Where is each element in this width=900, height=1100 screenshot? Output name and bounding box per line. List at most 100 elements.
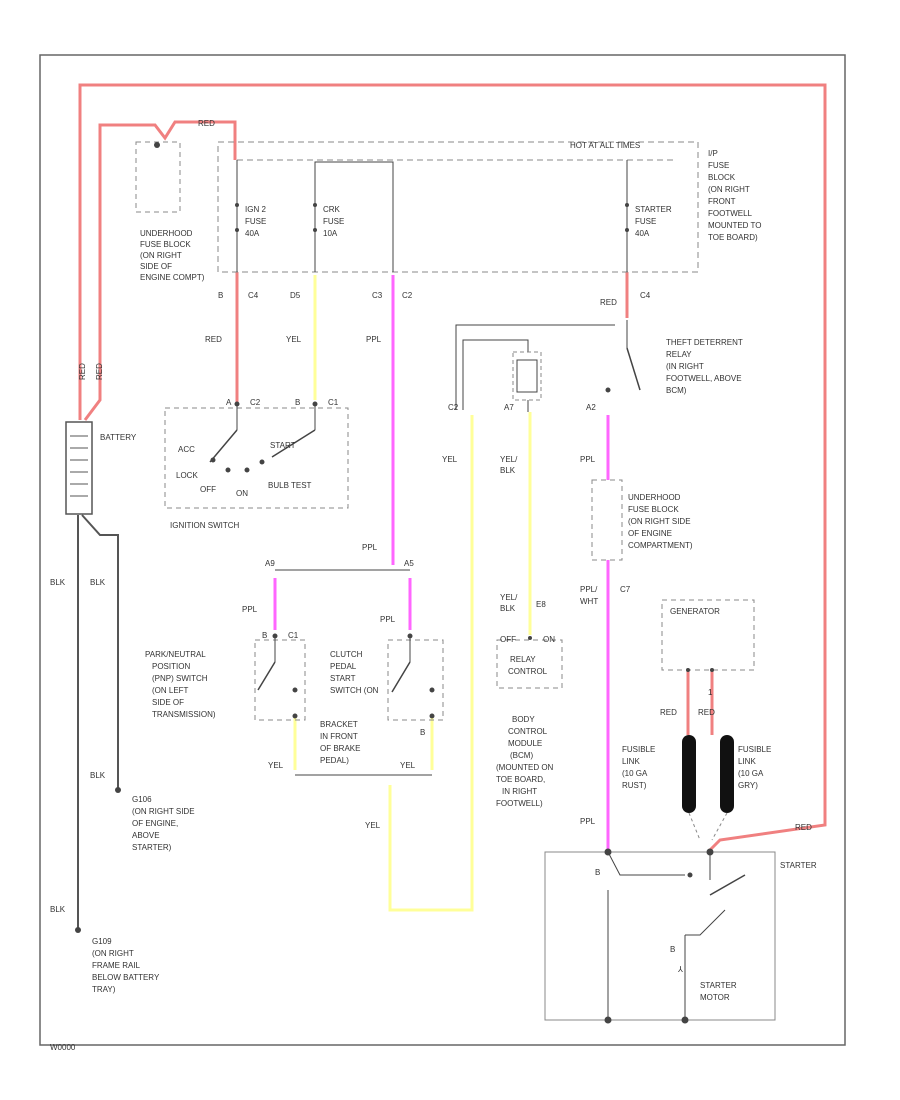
underhood-fuse-block-2 [591, 479, 623, 561]
starter-motor-label: STARTER MOTOR [700, 981, 737, 1002]
wire-label-ppl-wht-a: PPL/ [580, 585, 598, 594]
relay-pin-a2: A2 [586, 403, 596, 412]
diagram-frame [39, 54, 846, 1046]
wire-label-red-gen-1: RED [660, 708, 677, 717]
svg-text:IGN 2: IGN 2 [245, 205, 266, 214]
wire-label-blk-1: BLK [50, 578, 66, 587]
svg-text:(ON RIGHT: (ON RIGHT [140, 251, 182, 260]
ip-fuse-block [217, 141, 699, 273]
ignition-switch-caption: IGNITION SWITCH [170, 521, 240, 530]
svg-text:SIDE OF: SIDE OF [140, 262, 172, 271]
wire-label-red-2: RED [600, 298, 617, 307]
ground-g109-label: G109 (ON RIGHT FRAME RAIL BELOW BATTERY … [92, 937, 160, 994]
pnp-switch-contacts [257, 633, 298, 719]
svg-text:40A: 40A [245, 229, 260, 238]
svg-text:STARTER): STARTER) [132, 843, 172, 852]
starter-pin-b: B [670, 945, 675, 954]
pin-c3-label: C3 [372, 291, 383, 300]
svg-text:FUSE BLOCK: FUSE BLOCK [628, 505, 679, 514]
svg-text:FOOTWELL): FOOTWELL) [496, 799, 543, 808]
svg-text:IN FRONT: IN FRONT [320, 732, 358, 741]
svg-text:FRONT: FRONT [708, 197, 736, 206]
svg-text:FUSE: FUSE [635, 217, 656, 226]
wire-label-red-starter: RED [795, 823, 812, 832]
wire-label-yel-blk-1a: YEL/ [500, 455, 518, 464]
svg-text:(10 GA: (10 GA [738, 769, 764, 778]
svg-text:G106: G106 [132, 795, 152, 804]
wire-label-ppl-wht-b: WHT [580, 597, 598, 606]
svg-text:(BCM): (BCM) [510, 751, 533, 760]
hot-at-all-times-label: HOT AT ALL TIMES [570, 141, 640, 150]
bcm-label: BODY CONTROL MODULE (BCM) (MOUNTED ON TO… [496, 715, 554, 808]
svg-text:(MOUNTED ON: (MOUNTED ON [496, 763, 554, 772]
underhood-fuse-block-2-label: UNDERHOOD FUSE BLOCK (ON RIGHT SIDE OF E… [628, 493, 693, 550]
svg-text:I/P: I/P [708, 149, 718, 158]
svg-text:FRAME RAIL: FRAME RAIL [92, 961, 141, 970]
pnp-switch-label: PARK/NEUTRAL POSITION (PNP) SWITCH (ON L… [145, 650, 216, 719]
starter-label: STARTER [780, 861, 817, 870]
svg-text:(PNP) SWITCH: (PNP) SWITCH [152, 674, 208, 683]
red-feed-wire [78, 83, 827, 852]
theft-relay-label: THEFT DETERRENT RELAY (IN RIGHT FOOTWELL… [666, 338, 743, 395]
svg-text:G109: G109 [92, 937, 112, 946]
svg-text:BELOW BATTERY: BELOW BATTERY [92, 973, 160, 982]
clutch-switch-label: CLUTCH PEDAL START SWITCH (ON BRACKET IN… [320, 650, 379, 765]
generator-label: GENERATOR [670, 607, 720, 616]
svg-text:LINK: LINK [738, 757, 756, 766]
wire-label-red-1: RED [205, 335, 222, 344]
wire-label-yel-5: YEL [365, 821, 381, 830]
svg-text:TOE BOARD,: TOE BOARD, [496, 775, 545, 784]
svg-text:BODY: BODY [512, 715, 535, 724]
svg-text:CLUTCH: CLUTCH [330, 650, 363, 659]
yel-wire-bcm-loop [388, 415, 474, 912]
ign2-fuse: IGN 2 FUSE 40A [235, 160, 266, 272]
bcm-relay-control [496, 639, 563, 689]
wire-label-yel-2: YEL [442, 455, 458, 464]
svg-text:MODULE: MODULE [508, 739, 542, 748]
underhood-fuse-block-1 [135, 141, 181, 213]
svg-text:OF ENGINE,: OF ENGINE, [132, 819, 178, 828]
svg-text:UNDERHOOD: UNDERHOOD [140, 229, 193, 238]
starter [544, 851, 776, 1021]
svg-text:PARK/NEUTRAL: PARK/NEUTRAL [145, 650, 206, 659]
svg-text:BLOCK: BLOCK [708, 173, 736, 182]
fusible-link-1 [682, 735, 696, 813]
pnp-pin-b: B [262, 631, 267, 640]
svg-text:FUSE: FUSE [708, 161, 729, 170]
svg-text:THEFT DETERRENT: THEFT DETERRENT [666, 338, 743, 347]
crk-fuse: CRK FUSE 10A [313, 161, 394, 272]
wire-label-blk-3: BLK [90, 771, 106, 780]
starter-internals [604, 848, 746, 1024]
battery-label: BATTERY [100, 433, 137, 442]
svg-text:POSITION: POSITION [152, 662, 190, 671]
svg-text:(ON RIGHT SIDE: (ON RIGHT SIDE [132, 807, 195, 816]
wire-label-red-batt-1: RED [78, 363, 87, 380]
svg-text:40A: 40A [635, 229, 650, 238]
theft-relay-coil [462, 339, 529, 410]
ign-bulb-test-label: BULB TEST [268, 481, 312, 490]
relay-control-label-2: CONTROL [508, 667, 548, 676]
svg-text:(ON LEFT: (ON LEFT [152, 686, 189, 695]
ip-fuse-block-label: I/P FUSE BLOCK (ON RIGHT FRONT FOOTWELL … [708, 149, 761, 242]
svg-text:RUST): RUST) [622, 781, 647, 790]
wire-label-blk-2: BLK [90, 578, 106, 587]
svg-text:(ON RIGHT: (ON RIGHT [708, 185, 750, 194]
svg-text:SWITCH (ON: SWITCH (ON [330, 686, 379, 695]
relay-pin-a7: A7 [504, 403, 514, 412]
wire-label-yel-3: YEL [268, 761, 284, 770]
fusible-link-2 [720, 735, 734, 813]
svg-text:OF ENGINE: OF ENGINE [628, 529, 672, 538]
svg-text:FUSE BLOCK: FUSE BLOCK [140, 240, 191, 249]
ign-lock-label: LOCK [176, 471, 198, 480]
svg-text:CRK: CRK [323, 205, 341, 214]
svg-text:FOOTWELL: FOOTWELL [708, 209, 753, 218]
svg-text:BCM): BCM) [666, 386, 687, 395]
svg-text:PEDAL): PEDAL) [320, 756, 349, 765]
pnp-pin-c1: C1 [288, 631, 299, 640]
battery [65, 421, 93, 515]
svg-text:FUSIBLE: FUSIBLE [738, 745, 771, 754]
svg-text:(IN RIGHT: (IN RIGHT [666, 362, 704, 371]
red-battery-wire [83, 120, 237, 421]
ign-pin-b: B [295, 398, 300, 407]
svg-text:PEDAL: PEDAL [330, 662, 357, 671]
